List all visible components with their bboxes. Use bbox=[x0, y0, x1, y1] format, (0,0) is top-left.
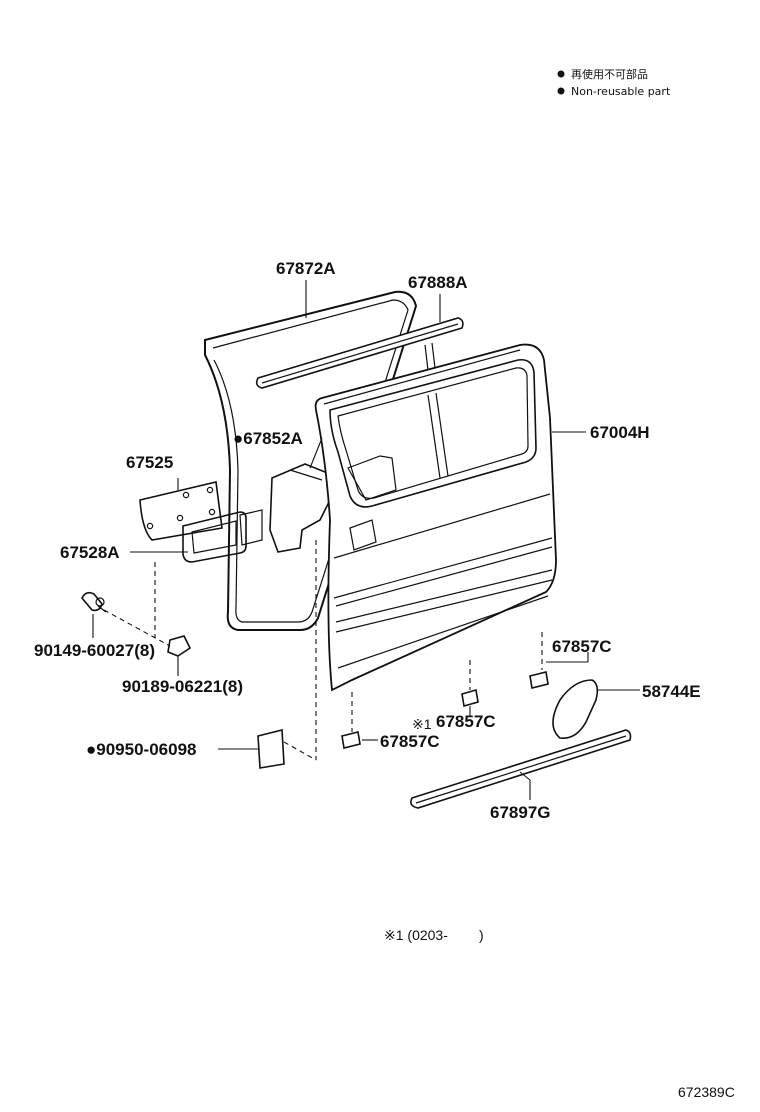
label-90189-06221: 90189-06221(8) bbox=[122, 677, 243, 696]
nut-90189 bbox=[167, 635, 192, 657]
door-panel-67004H bbox=[314, 343, 557, 692]
legend-en: Non-reusable part bbox=[571, 85, 671, 98]
label-90149-60027: 90149-60027(8) bbox=[34, 641, 155, 660]
footnote: ※1 (0203- ) bbox=[384, 927, 484, 943]
hinge-plate-67525 bbox=[139, 481, 223, 541]
cap-58744E bbox=[552, 679, 599, 739]
label-67004H: 67004H bbox=[590, 423, 650, 442]
plate-90950 bbox=[257, 728, 285, 769]
belt-molding-67888A bbox=[255, 317, 464, 389]
legend: 再使用不可部品 Non-reusable part bbox=[557, 67, 671, 98]
label-67857C-note: ※1 bbox=[412, 716, 432, 732]
dashed-guides bbox=[103, 540, 543, 761]
weatherstrip-67872A bbox=[204, 290, 418, 631]
label-90950-06098: ●90950-06098 bbox=[86, 740, 196, 759]
label-67872A: 67872A bbox=[276, 259, 336, 278]
label-67888A: 67888A bbox=[408, 273, 468, 292]
bolt-90149 bbox=[81, 591, 107, 613]
clips-67857C bbox=[341, 671, 549, 749]
bullet-icon bbox=[557, 70, 565, 78]
gasket-67528A bbox=[182, 511, 247, 563]
label-67528A: 67528A bbox=[60, 543, 120, 562]
molding-67897G bbox=[410, 729, 632, 809]
hole-cover-67852A bbox=[269, 463, 331, 553]
label-67897G: 67897G bbox=[490, 803, 551, 822]
figure-id: 672389C bbox=[678, 1084, 735, 1100]
label-67857C-left: 67857C bbox=[380, 732, 440, 751]
label-58744E: 58744E bbox=[642, 682, 701, 701]
label-67525: 67525 bbox=[126, 453, 173, 472]
bullet-icon bbox=[557, 87, 565, 95]
label-67857C-right: 67857C bbox=[552, 637, 612, 656]
label-67857C-center: 67857C bbox=[436, 712, 496, 731]
label-67852A: ●67852A bbox=[233, 429, 303, 448]
leader-lines bbox=[92, 280, 640, 800]
legend-jp: 再使用不可部品 bbox=[571, 67, 648, 81]
